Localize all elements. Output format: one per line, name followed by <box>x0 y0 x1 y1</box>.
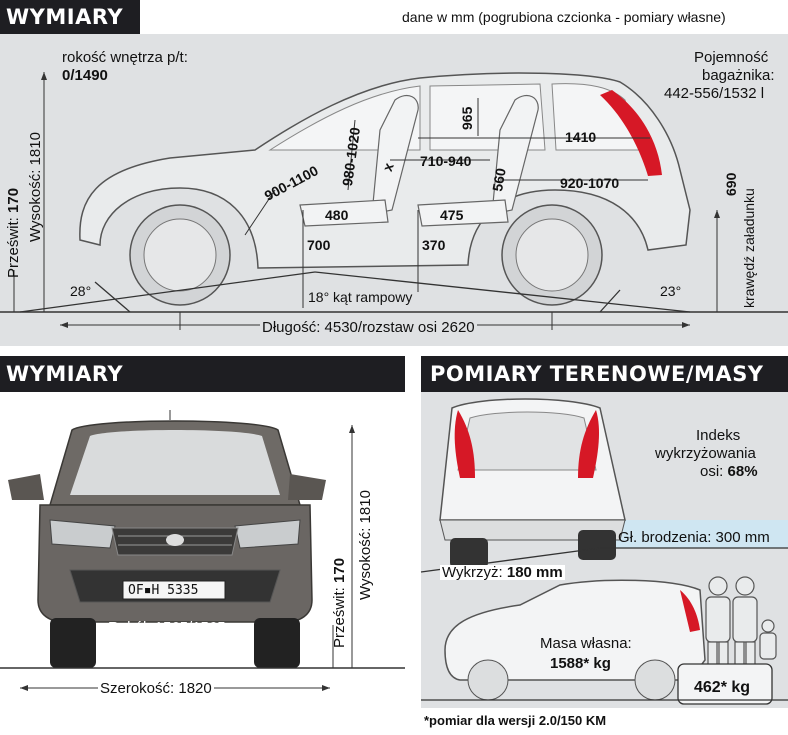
ramp-angle: 18° kąt rampowy <box>308 289 413 305</box>
front-license-plate: OF▪H 5335 <box>128 583 199 598</box>
rear-length: 1410 <box>565 129 597 145</box>
payload-value: 462* kg <box>694 679 751 696</box>
twist-label: Wykrzyż: 180 mm <box>440 565 565 580</box>
interior-width-label: rokość wnętrza p/t: <box>62 49 188 66</box>
top-header-subtitle: dane w mm (pogrubiona czcionka - pomiary… <box>402 9 726 25</box>
trunk-label-1: Pojemność <box>694 49 769 66</box>
offroad-header-title: POMIARY TERENOWE/MASY <box>430 362 764 386</box>
front-track-label: R. kół: 1565/1565 <box>108 619 226 636</box>
articulation-label-3-text: osi: <box>700 463 728 480</box>
trunk-label-2: bagażnika: <box>702 67 775 84</box>
cushion-rear: 475 <box>440 207 464 223</box>
twist-label-text: Wykrzyż: <box>442 564 507 581</box>
top-header-title: WYMIARY <box>6 5 124 29</box>
wading-label: Gł. brodzenia: 300 mm <box>618 529 770 546</box>
articulation-label-1: Indeks <box>696 427 741 444</box>
twist-value: 180 mm <box>506 564 563 581</box>
articulation-value: 68% <box>727 463 758 480</box>
offroad-header-bar <box>421 356 788 392</box>
departure-angle: 23° <box>660 283 682 299</box>
front-header-bar <box>0 356 405 392</box>
taillight-side <box>600 90 662 176</box>
front-header-title: WYMIARY <box>6 362 124 386</box>
legroom-rear-range: 710-940 <box>420 153 472 169</box>
taillight-rear-right <box>578 410 600 478</box>
mass-value: 1588* kg <box>550 655 611 672</box>
articulation-label-2: wykrzyżowania <box>655 445 756 462</box>
mass-label: Masa własna: <box>540 635 632 652</box>
articulation-label-3: osi: 68% <box>700 464 758 479</box>
footnote: *pomiar dla wersji 2.0/150 KM <box>424 713 607 728</box>
front-width-label: Szerokość: 1820 <box>98 680 214 697</box>
interior-width-value: 0/1490 <box>62 67 108 84</box>
cargo-length: 920-1070 <box>560 175 620 191</box>
approach-angle: 28° <box>70 283 92 299</box>
cushion-front: 480 <box>325 207 349 223</box>
taillight-rear-left <box>454 410 475 478</box>
length-label: Długość: 4530/rozstaw osi 2620 <box>260 319 477 336</box>
luggage-box <box>677 663 773 705</box>
seat-height-front: 700 <box>307 237 331 253</box>
trunk-value: 442-556/1532 l <box>664 85 765 102</box>
top-header-bar <box>0 0 140 34</box>
seat-height-rear: 370 <box>422 237 446 253</box>
